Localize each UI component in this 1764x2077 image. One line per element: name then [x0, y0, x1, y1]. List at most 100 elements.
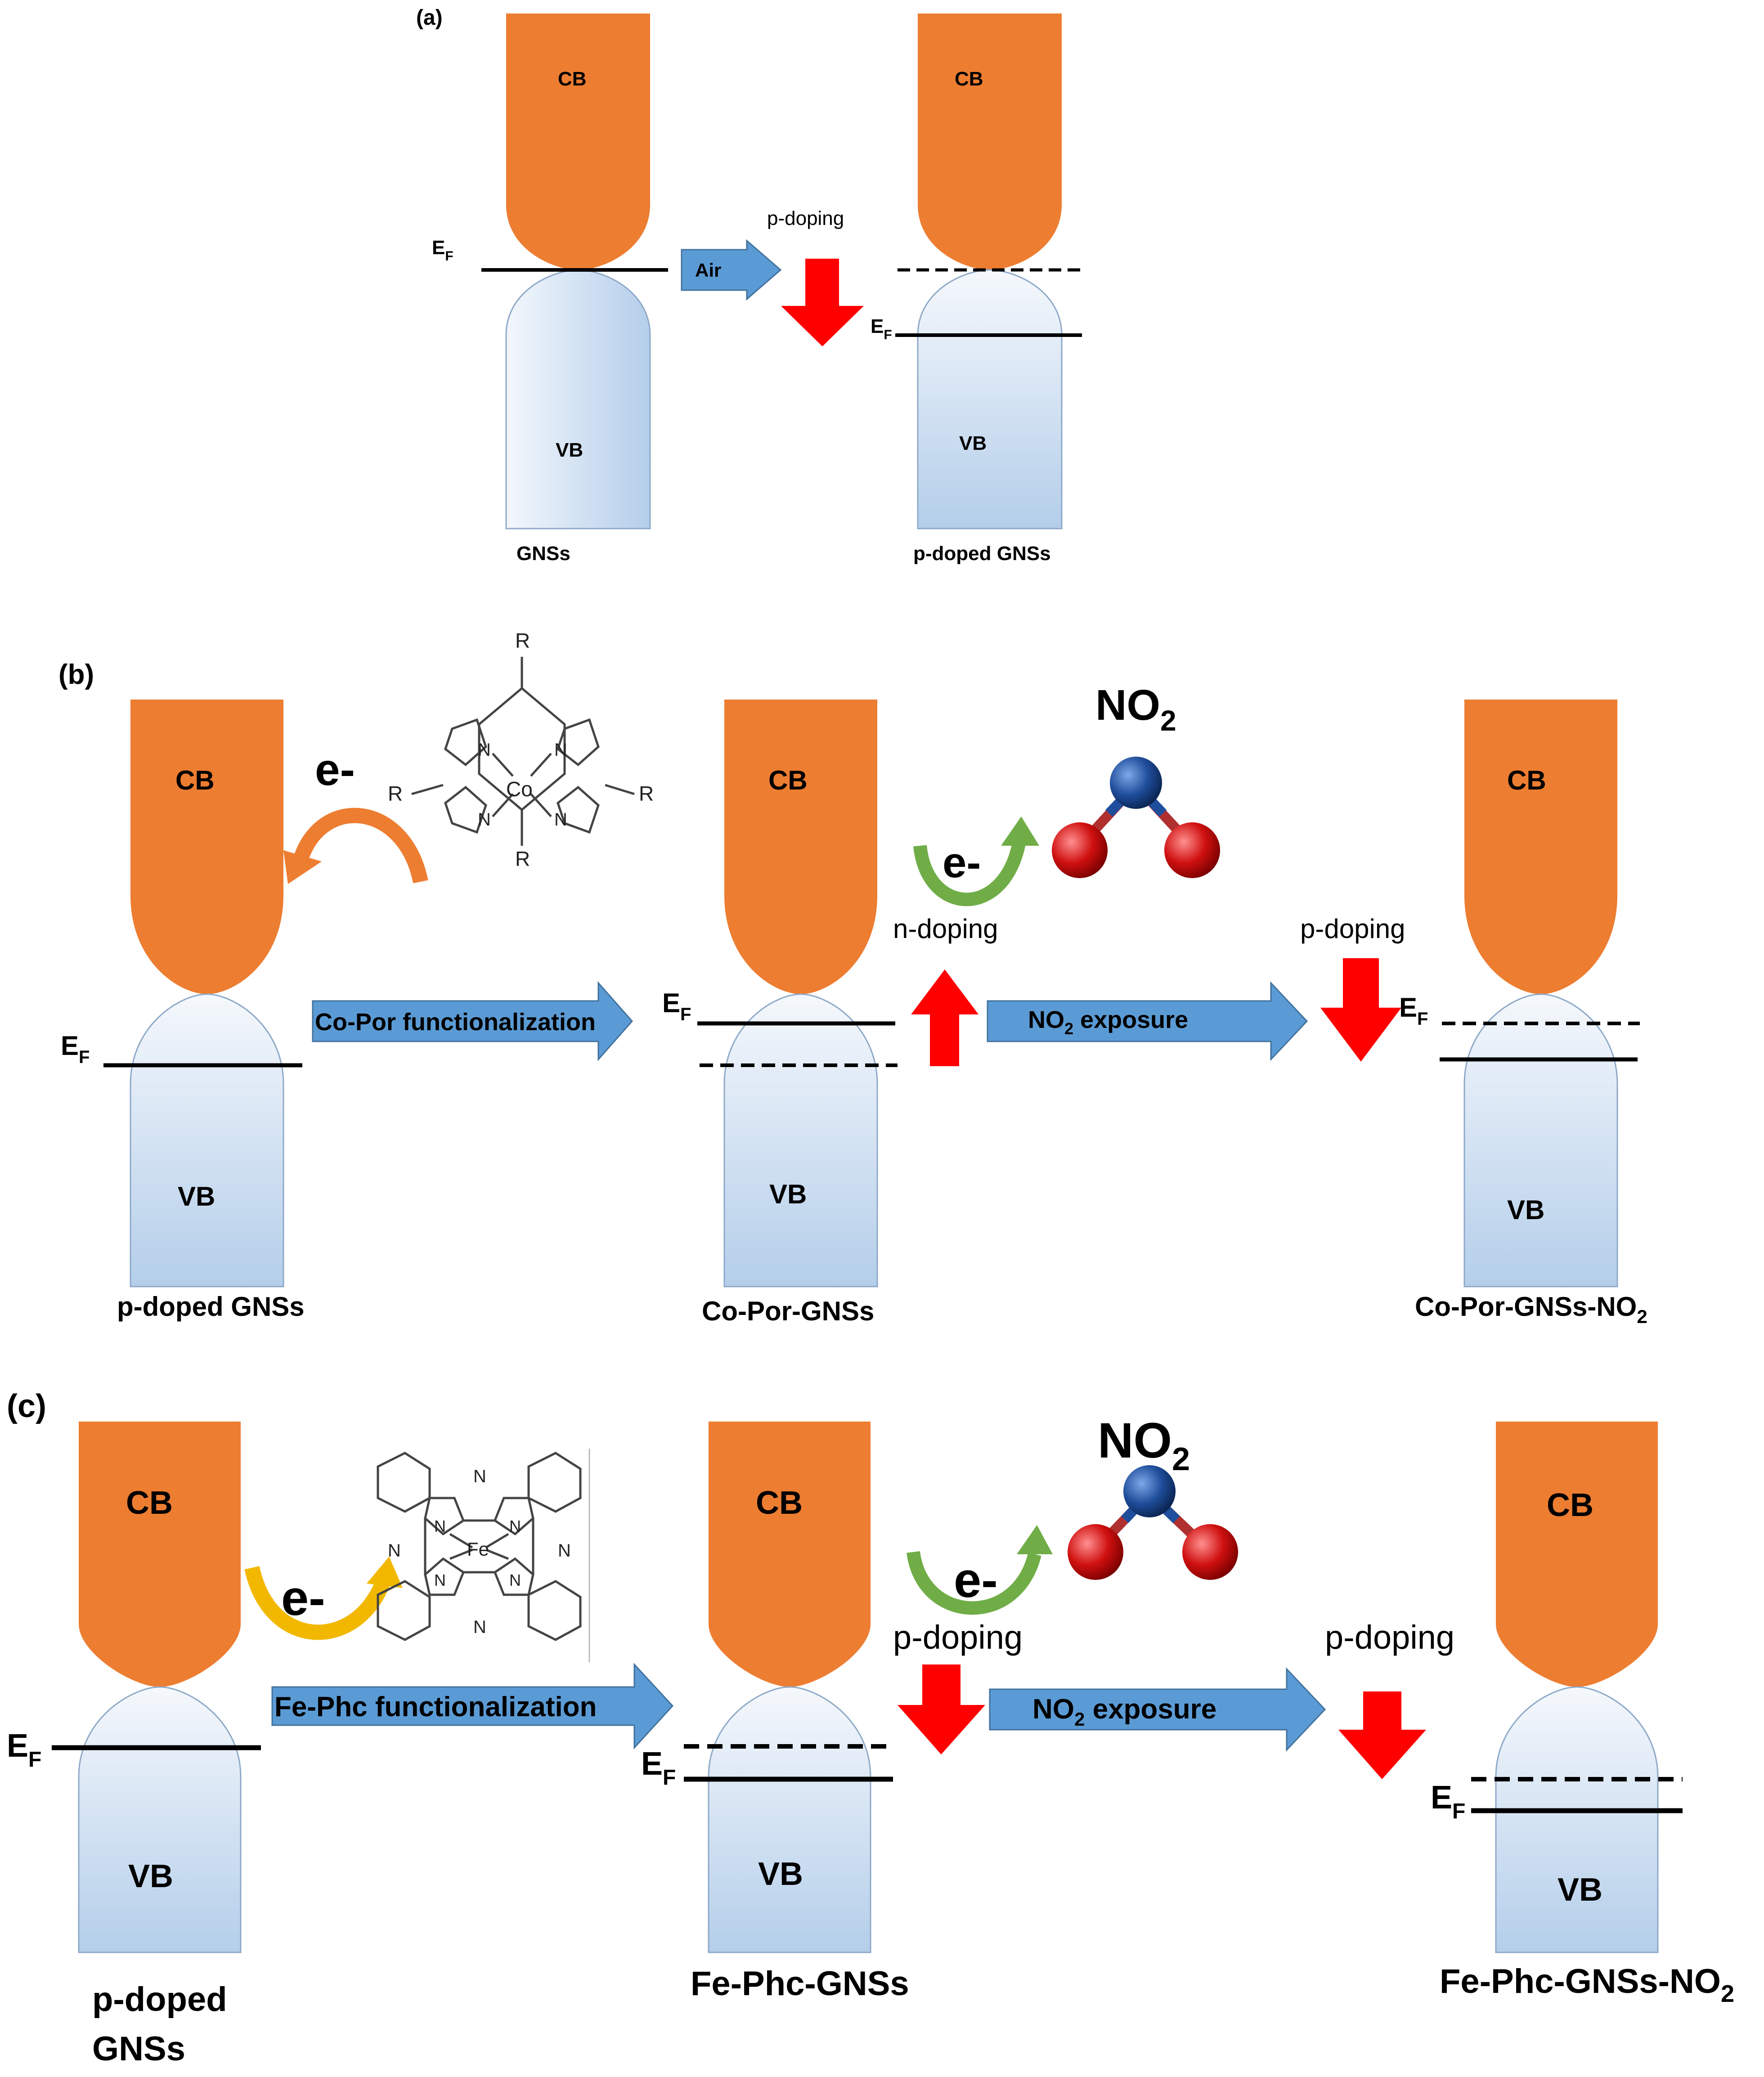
p-doping-label: p-doping: [893, 1619, 1023, 1656]
electron-transfer-arrowhead: [1001, 816, 1039, 846]
p-doping-label: p-doping: [767, 207, 844, 229]
p-doped-gnss-label: p-doped GNSs: [117, 1292, 305, 1322]
r-group-left: R: [388, 782, 403, 805]
fermi-level-label: EF: [61, 1031, 90, 1067]
electron-transfer-arrowhead: [367, 1557, 403, 1588]
conduction-band: [1496, 1422, 1658, 1687]
panel-b: (b) CB VB EF p-doped GNSs e-: [58, 629, 1647, 1327]
r-group-bottom: R: [515, 847, 530, 870]
nitrogen-atom: [1110, 757, 1162, 809]
p-doping-label: p-doping: [1300, 914, 1405, 944]
electron-transfer-arrowhead: [1017, 1525, 1053, 1554]
valence-band: [78, 1686, 242, 1953]
co-por-functionalization-label: Co-Por functionalization: [315, 1009, 596, 1036]
cb-label: CB: [756, 1485, 803, 1521]
panel-a-label: (a): [416, 6, 443, 30]
fe-phthalocyanine-molecule: [377, 1449, 590, 1662]
vb-label: VB: [1558, 1872, 1602, 1908]
no2-label: NO2: [1098, 1413, 1190, 1477]
p-doped-gnss-label: p-doped GNSs: [913, 543, 1051, 565]
conduction-band: [506, 13, 650, 270]
fe-phthalocyanine-labels: N N N N N N N N Fe: [388, 1467, 571, 1637]
p-doping-arrow: [1338, 1691, 1426, 1779]
no2-exposure-arrow: NO2 exposure: [989, 1667, 1326, 1752]
band-p-doped-gnss: CB VB EF p-doped GNSs: [61, 700, 305, 1322]
cb-label: CB: [175, 765, 215, 795]
cb-label: CB: [955, 68, 983, 90]
n-atom: N: [434, 1571, 446, 1589]
p-doped-gnss-label-line1: p-doped: [92, 1980, 227, 2019]
oxygen-atom: [1164, 822, 1220, 878]
vb-label: VB: [556, 439, 583, 461]
valence-band: [1463, 993, 1618, 1287]
n-atom: N: [509, 1571, 521, 1589]
cb-label: CB: [1547, 1487, 1593, 1523]
oxygen-atom: [1052, 822, 1108, 878]
no2-exposure-arrow: NO2 exposure: [987, 981, 1308, 1061]
cobalt-atom: Co: [506, 777, 533, 801]
no2-exposure-label: NO2 exposure: [1032, 1694, 1216, 1730]
valence-band: [505, 269, 651, 529]
co-porphyrin-labels: R R R R N N N N Co: [388, 629, 654, 870]
conduction-band: [709, 1422, 871, 1687]
band-co-por-gnss: CB VB EF Co-Por-GNSs: [662, 700, 898, 1326]
electron-label: e-: [315, 745, 355, 795]
no2-molecule: [1052, 757, 1220, 878]
electron-transfer-arrow: [913, 842, 1026, 906]
band-fe-phc-gnss-no2: CB VB EF Fe-Phc-GNSs-NO2: [1431, 1422, 1734, 2007]
r-group-right: R: [639, 782, 654, 805]
no2-label: NO2: [1095, 681, 1176, 737]
valence-band: [1495, 1686, 1659, 1953]
panel-c: (c) CB VB EF p-doped GNSs e-: [7, 1388, 1734, 2068]
n-atom: N: [554, 740, 567, 760]
n-doping-label: n-doping: [893, 914, 998, 944]
fermi-level-label: EF: [871, 315, 892, 342]
vb-label: VB: [959, 432, 987, 454]
air-arrow: Air: [681, 239, 782, 301]
conduction-band: [130, 700, 283, 994]
cb-label: CB: [126, 1485, 173, 1521]
oxygen-atom: [1068, 1524, 1123, 1580]
conduction-band: [79, 1422, 241, 1687]
band-p-doped-gnss: CB VB EF p-doped GNSs: [7, 1422, 261, 2068]
band-fe-phc-gnss: CB VB EF Fe-Phc-GNSs: [641, 1422, 909, 2003]
no2-molecule: [1068, 1465, 1238, 1580]
band-co-por-gnss-no2: CB VB EF Co-Por-GNSs-NO2: [1399, 700, 1647, 1327]
valence-band: [130, 993, 284, 1287]
conduction-band: [918, 13, 1062, 270]
vb-label: VB: [1507, 1195, 1544, 1225]
valence-band: [708, 1686, 871, 1953]
vb-label: VB: [128, 1858, 173, 1894]
n-atom: N: [473, 1617, 486, 1637]
conduction-band: [724, 700, 877, 994]
co-por-functionalization-arrow: Co-Por functionalization: [312, 981, 633, 1061]
iron-atom: Fe: [467, 1539, 489, 1560]
panel-a: (a) CB VB EF GNSs Air p-doping CB VB EF: [416, 6, 1082, 565]
co-por-gnss-no2-label: Co-Por-GNSs-NO2: [1415, 1292, 1647, 1327]
fe-phc-gnss-label: Fe-Phc-GNSs: [691, 1965, 909, 2003]
oxygen-atom: [1182, 1524, 1238, 1580]
n-atom: N: [478, 810, 491, 830]
cb-label: CB: [1507, 765, 1546, 795]
vb-label: VB: [178, 1181, 215, 1211]
electron-label: e-: [281, 1570, 325, 1626]
cb-label: CB: [768, 765, 808, 795]
p-doped-gnss-label-line2: GNSs: [92, 2030, 185, 2068]
electron-transfer-arrowhead: [283, 850, 322, 884]
n-atom: N: [478, 740, 491, 760]
fermi-level-label: EF: [1431, 1780, 1465, 1823]
n-atom: N: [388, 1541, 401, 1561]
n-atom: N: [554, 810, 567, 830]
r-group-top: R: [515, 629, 530, 652]
n-atom: N: [558, 1541, 571, 1561]
electron-transfer-arrow: [907, 1551, 1041, 1615]
n-atom: N: [509, 1517, 521, 1535]
p-doping-arrow: [898, 1664, 985, 1754]
conduction-band: [1464, 700, 1617, 994]
co-por-gnss-label: Co-Por-GNSs: [702, 1296, 874, 1326]
n-doping-arrow: [911, 969, 979, 1066]
vb-label: VB: [758, 1856, 803, 1892]
p-doping-arrow: [1320, 958, 1401, 1062]
fe-phc-functionalization-arrow: Fe-Phc functionalization: [271, 1663, 674, 1750]
